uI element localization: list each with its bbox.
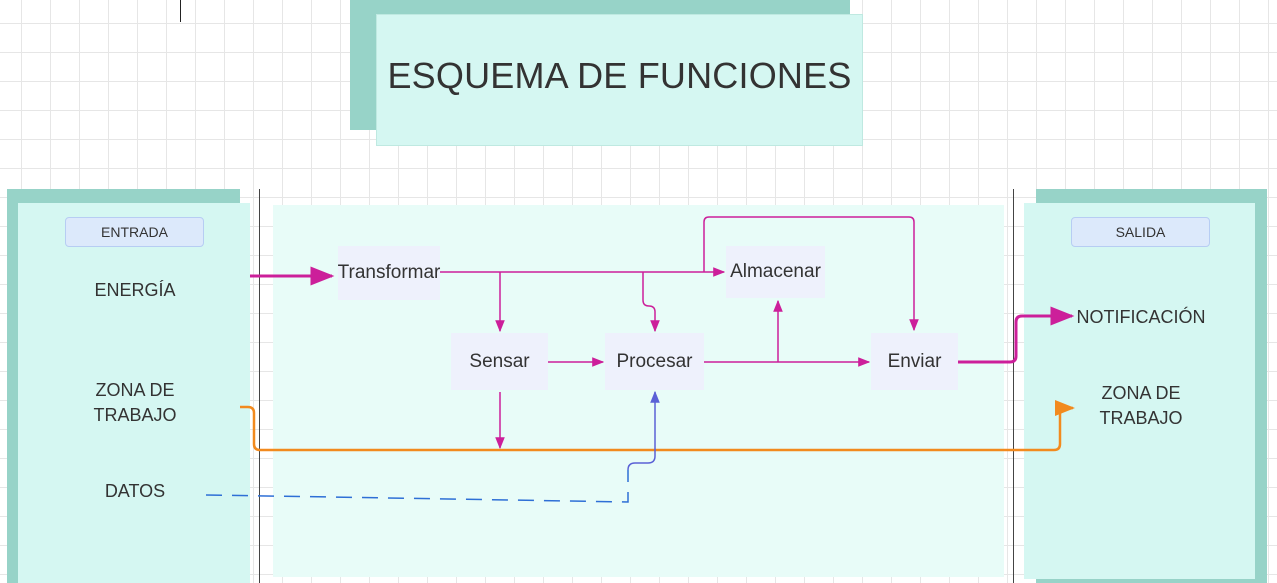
output-work-zone-label: ZONA DE TRABAJO bbox=[1066, 381, 1216, 431]
output-header: SALIDA bbox=[1071, 217, 1210, 247]
node-send[interactable]: Enviar bbox=[871, 333, 958, 390]
text-cursor bbox=[180, 0, 181, 22]
output-work-zone-line1: ZONA DE bbox=[1101, 383, 1181, 403]
output-notification-label: NOTIFICACIÓN bbox=[1076, 307, 1206, 327]
node-transform[interactable]: Transformar bbox=[338, 246, 440, 300]
input-work-zone-line1: ZONA DE bbox=[95, 380, 175, 400]
node-sense[interactable]: Sensar bbox=[451, 333, 548, 390]
input-work-zone-line2: TRABAJO bbox=[93, 405, 177, 425]
edge-transform-to-send bbox=[703, 216, 919, 332]
output-work-zone-line2: TRABAJO bbox=[1099, 408, 1183, 428]
input-boundary-line bbox=[259, 189, 260, 583]
edge-workzone-flow bbox=[240, 400, 1075, 452]
edge-data-dashed bbox=[205, 470, 629, 503]
edge-send-to-notification bbox=[958, 306, 1075, 364]
output-boundary-line bbox=[1013, 189, 1014, 583]
diagram-title: ESQUEMA DE FUNCIONES bbox=[387, 55, 852, 96]
title-box[interactable] bbox=[376, 14, 863, 146]
input-header: ENTRADA bbox=[65, 217, 204, 247]
node-process[interactable]: Procesar bbox=[605, 333, 704, 390]
input-work-zone-label: ZONA DE TRABAJO bbox=[60, 378, 210, 428]
node-store[interactable]: Almacenar bbox=[726, 246, 825, 298]
input-data-label: DATOS bbox=[104, 481, 166, 501]
output-panel[interactable] bbox=[1024, 203, 1255, 579]
edge-data-to-process bbox=[627, 390, 660, 471]
input-energy-label: ENERGÍA bbox=[94, 280, 176, 300]
edge-transform-to-process bbox=[642, 272, 660, 333]
input-panel[interactable] bbox=[18, 203, 250, 583]
